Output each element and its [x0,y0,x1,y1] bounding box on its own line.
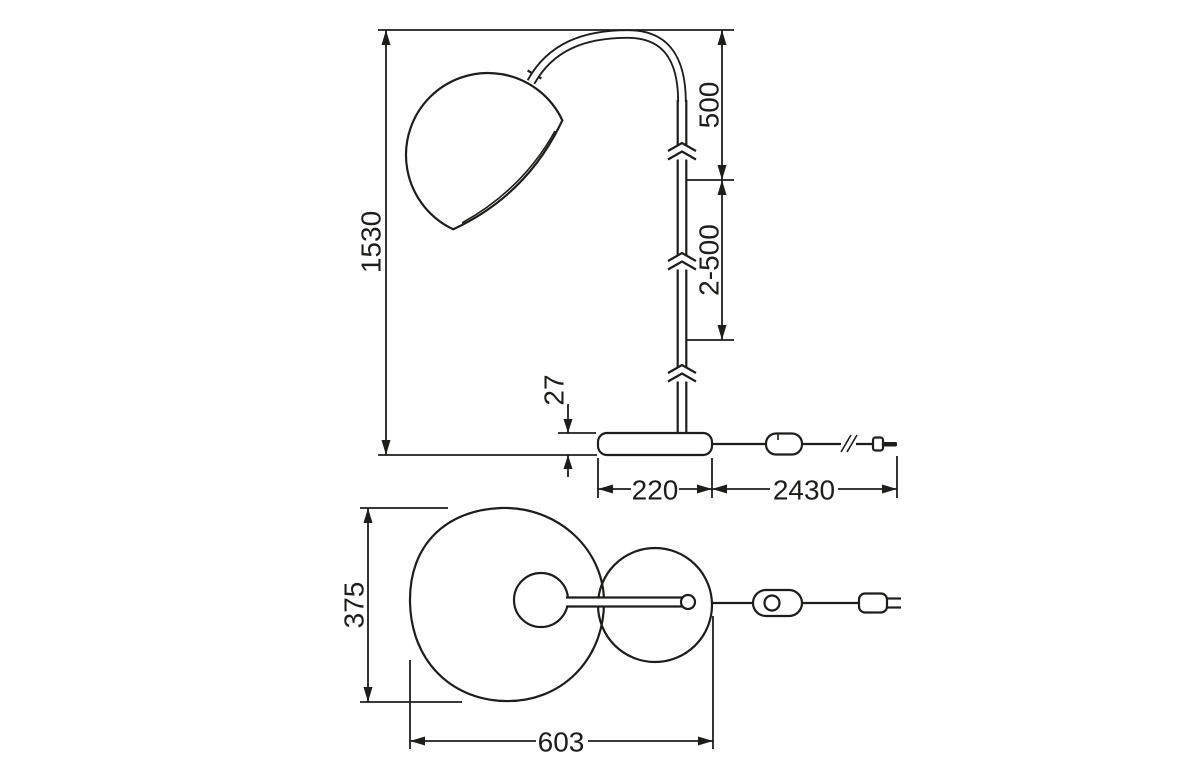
pole-end-circle [679,593,697,611]
dimension-label-shade-diameter: 375 [339,582,370,629]
dimension-adjustable-section: 2-500 [687,180,734,341]
dimension-label-adjustable-section: 2-500 [694,224,725,296]
gooseneck-arm [526,29,687,103]
arrowhead-up [563,455,573,469]
arrowhead-down [563,419,573,433]
arrowhead-right [882,484,897,494]
arrowhead-up [381,30,391,45]
break-chevron-bottom [667,150,697,161]
arrowhead-down [717,165,727,180]
break-chevron-top [667,251,697,262]
pole-break-mark [667,141,697,161]
break-chevron-top [667,141,697,152]
dimension-shade-diameter: 375 [339,507,462,703]
dimension-label-base-diameter: 220 [632,475,679,506]
break-chevron-top [667,363,697,374]
arrowhead-left [712,484,727,494]
power-cable-side [712,432,897,456]
plug-pin-side [883,442,897,447]
dimension-total-height: 1530 [356,30,391,455]
arrowhead-right [698,736,713,746]
label-backing [631,477,679,501]
label-backing [770,477,838,501]
dimension-label-total-height: 1530 [356,211,387,273]
gooseneck-inner [528,31,685,103]
cable-break-slash [840,434,852,453]
plug-body-side [871,436,885,452]
arrowhead-up [717,180,727,195]
pole-break-mark [667,251,697,271]
arm-mask [566,597,688,607]
arrowhead-left [410,736,425,746]
dimension-base-height: 27 [539,374,596,477]
dimension-label-upper-section: 500 [694,82,725,129]
dimension-upper-section: 500 [687,30,734,181]
cable-break-slash [846,434,858,453]
dimension-base-and-cable: 220 2430 [597,456,898,506]
dimension-overall-width: 603 [409,616,714,758]
switch-button [763,594,781,612]
plug-body-top [857,592,889,614]
arrowhead-down [363,687,373,702]
socket-circle-top [512,571,570,629]
arm-top [566,593,697,611]
arrowhead-down [381,440,391,455]
arrowhead-right [697,484,712,494]
inline-switch-side [764,432,804,456]
lamp-base-side [596,431,714,457]
arrowhead-up [717,30,727,45]
break-chevron-bottom [667,372,697,383]
lamp-shade-side [404,69,564,231]
dimension-label-base-height: 27 [539,374,570,405]
lamp-pole [667,100,697,433]
power-cable-top [711,588,901,618]
shade-dome-outline [404,71,564,231]
pole-break-mark [667,363,697,383]
arrowhead-up [363,508,373,523]
label-backing [536,729,588,753]
shade-rim-inner-line [461,130,556,224]
arrowhead-down [717,325,727,340]
arrowhead-left [598,484,613,494]
lamp-shade-top [408,506,606,703]
break-chevron-bottom [667,260,697,271]
side-elevation-view: 1530 [356,29,898,506]
dimension-label-cable-length: 2430 [773,475,835,506]
dimension-label-overall-width: 603 [538,727,585,758]
top-plan-view: 375 603 [339,506,901,758]
